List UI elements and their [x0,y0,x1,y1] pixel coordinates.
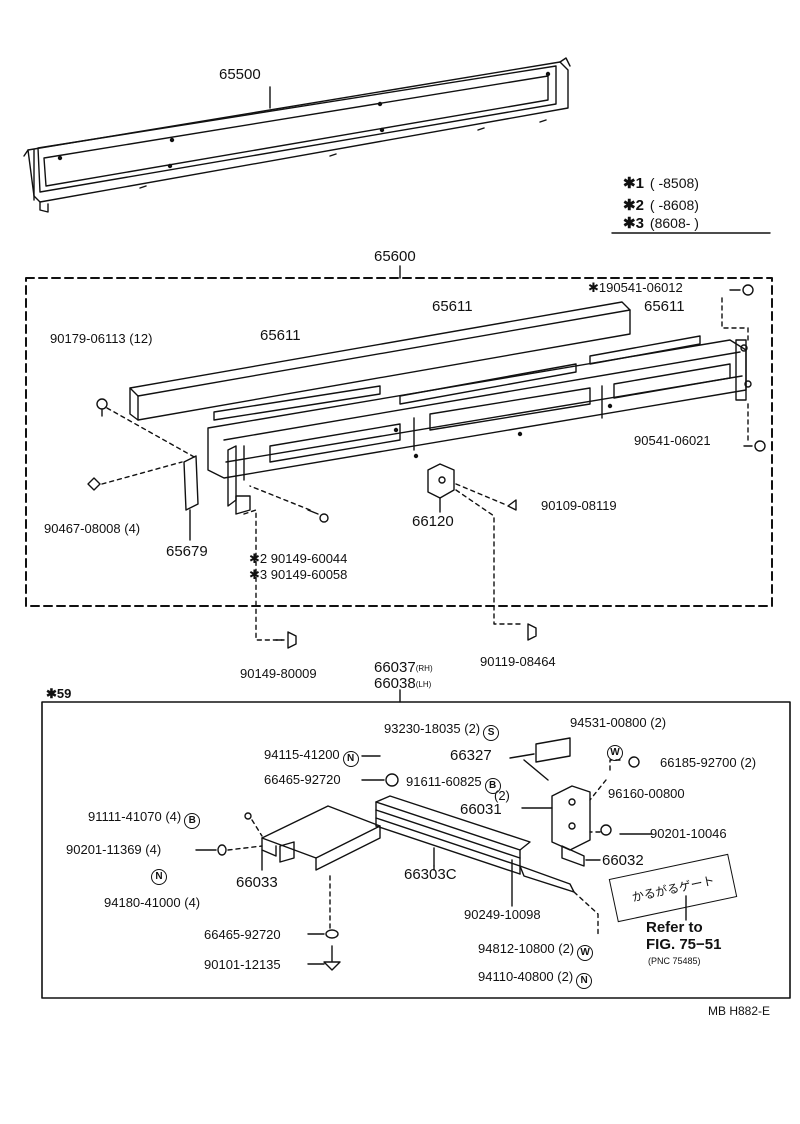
part-number-65600[interactable]: 65600 [374,248,416,265]
part-code: 91611-60825 [406,774,482,789]
quantity-note: (2) [494,788,510,803]
part-number-90119-08464[interactable]: 90119-08464 [480,654,556,669]
w-symbol-icon: W [577,945,594,961]
legend-range: ( -8508) [649,175,699,191]
figure-reference-link[interactable]: FIG. 75−51 [646,936,722,953]
part-number-66038[interactable]: 66038(LH) [374,676,431,693]
part-66033-bracket [261,805,381,871]
part-65600-frame [207,335,752,515]
part-number-66033[interactable]: 66033 [236,874,278,891]
pnc-reference: (PNC 75485) [648,956,701,966]
plate-text: かるがるゲート [630,872,716,905]
b-symbol-icon: B [484,778,501,794]
part-number-90467-08008[interactable]: 90467-08008 (4) [44,521,141,536]
hinge-kit-box [41,701,791,999]
part-code: 66037 [374,659,416,676]
part-number-66327[interactable]: 66327 [450,747,492,764]
s-symbol-icon: S [483,725,500,741]
part-66031-hinge [519,785,591,893]
legend-mark: ✱2 [623,197,644,214]
part-number-66185-92700[interactable]: 66185-92700 (2) [660,755,757,770]
part-number-90149-80009[interactable]: 90149-80009 [240,666,317,681]
part-66120-latch [427,463,455,499]
part-number-66303C[interactable]: 66303C [404,866,457,883]
part-number-90249-10098[interactable]: 90249-10098 [464,907,541,922]
part-number-90179-06113[interactable]: 90179-06113 (12) [50,331,153,346]
legend-range: ( -8608) [649,197,699,213]
part-number-65679[interactable]: 65679 [166,543,208,560]
part-number-90201-10046[interactable]: 90201-10046 [650,826,727,841]
legend-mark: ✱3 [623,215,644,232]
part-number-90101-12135[interactable]: 90101-12135 [204,957,281,972]
part-number-90541-06021[interactable]: 90541-06021 [634,433,711,448]
part-code: 90541-06012 [606,280,683,295]
part-number-90149-60058[interactable]: ✱3 90149-60058 [249,568,347,582]
legend-row-3: ✱3 (8608- ) [623,215,699,232]
part-code: 94812-10800 (2) [478,941,575,956]
leaders-lower [195,753,687,971]
side-note: (RH) [415,664,433,673]
section-mark-59: ✱59 [46,686,72,701]
assembly-65600-frame [25,277,773,607]
part-65500-panel [23,57,571,213]
part-number-66465-92720-lower[interactable]: 66465-92720 [204,927,281,942]
part-66303C-spring [375,795,531,875]
version-mark: ✱2 [249,551,268,566]
part-number-66032[interactable]: 66032 [602,852,644,869]
part-number-90201-11369[interactable]: 90201-11369 (4) [66,842,162,857]
part-number-91111-41070[interactable]: 91111-41070 (4)B [88,809,201,829]
legend-row-2: ✱2 ( -8608) [623,197,699,214]
legend-row-1: ✱1 ( -8508) [623,175,699,192]
part-number-94180-41000[interactable]: 94180-41000 (4) [104,895,201,910]
n-symbol-icon: N [148,866,167,885]
refer-to-text: Refer to [646,919,703,936]
part-number-94812-10800[interactable]: 94812-10800 (2)W [478,941,594,961]
part-code: 66038 [374,675,416,692]
part-number-65611-left[interactable]: 65611 [260,327,301,344]
part-number-65500[interactable]: 65500 [219,66,261,83]
part-code: 93230-18035 (2) [384,721,481,736]
part-code: 91111-41070 (4) [88,809,182,824]
side-note: (LH) [415,680,432,689]
part-number-94531-00800[interactable]: 94531-00800 (2) [570,715,667,730]
part-number-66465-92720-upper[interactable]: 66465-92720 [264,772,341,787]
part-code: 94110-40800 (2) [478,969,574,984]
part-number-65611-right[interactable]: 65611 [644,298,685,315]
part-number-66120[interactable]: 66120 [412,513,454,530]
part-65679-bracket [183,455,199,511]
part-code: 90149-60058 [270,567,348,582]
part-66327-plate [535,737,571,763]
w-symbol-icon: W [604,742,623,761]
b-symbol-icon: B [184,813,201,829]
n-symbol-icon: N [576,973,593,989]
part-65611-board [129,301,631,421]
version-mark: ✱3 [249,567,268,582]
part-number-66037[interactable]: 66037(RH) [374,660,433,677]
part-number-93230-18035[interactable]: 93230-18035 (2)S [384,721,500,741]
version-mark: ✱1 [588,280,607,295]
part-code: 94115-41200 [264,747,340,762]
part-number-66031[interactable]: 66031 [460,801,502,818]
part-number-90541-06012[interactable]: ✱190541-06012 [588,281,683,295]
part-number-90149-60044[interactable]: ✱2 90149-60044 [249,552,347,566]
n-symbol-label: N [151,869,167,885]
part-number-90109-08119[interactable]: 90109-08119 [541,498,617,513]
part-number-94110-40800[interactable]: 94110-40800 (2)N [478,969,593,989]
part-number-65611-center[interactable]: 65611 [432,298,473,315]
fasteners-top [87,284,766,649]
n-symbol-icon: N [342,751,359,767]
drawing-code: MB H882-E [708,1004,771,1018]
legend-range: (8608- ) [649,215,699,231]
w-symbol-label: W [607,745,623,761]
part-number-96160-00800[interactable]: 96160-00800 [608,786,685,801]
part-code: 90149-60044 [270,551,348,566]
legend-mark: ✱1 [623,175,644,192]
